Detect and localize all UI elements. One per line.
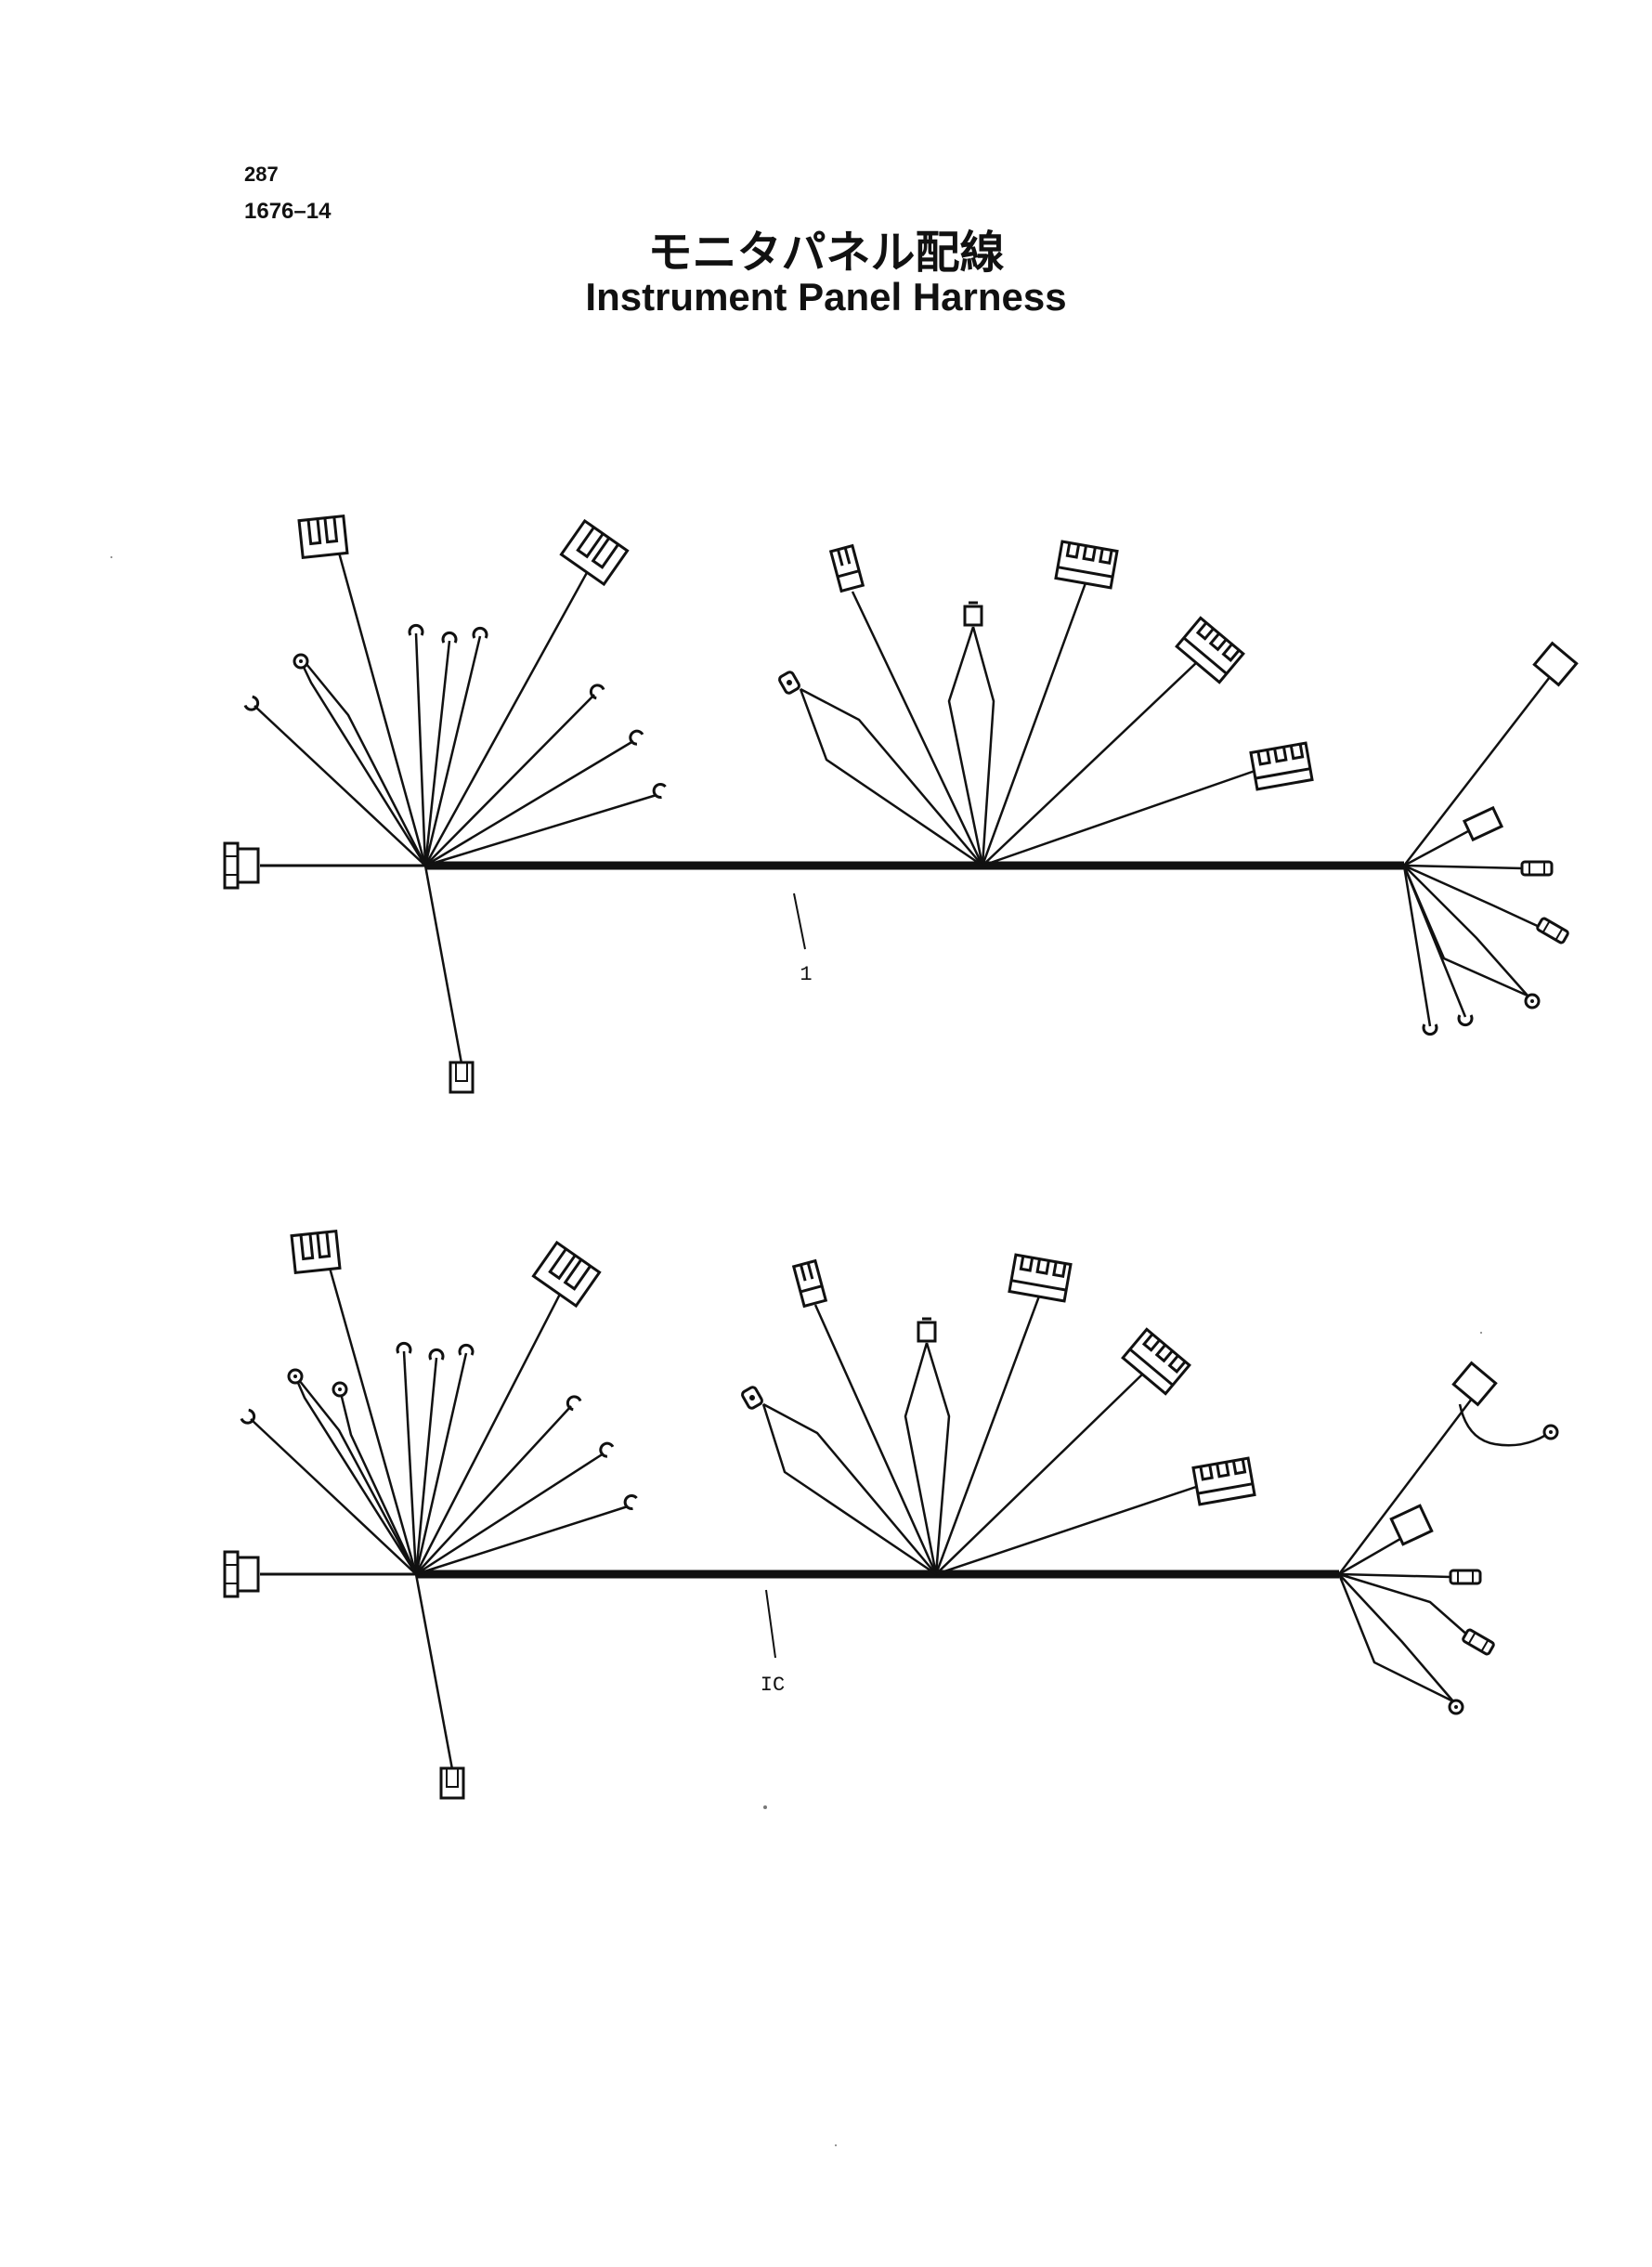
harness-1-wires <box>254 550 1554 1064</box>
page-number: 287 <box>244 163 279 186</box>
round-connector-icon <box>223 841 260 890</box>
connector-icon <box>963 601 983 627</box>
connector-icon <box>1463 806 1503 841</box>
connector-icon <box>829 544 865 593</box>
fuse-icon <box>1461 1627 1496 1657</box>
ring-terminal-icon <box>1542 1424 1559 1440</box>
harness-1: 1 <box>223 515 1579 1094</box>
connector-icon <box>297 515 349 559</box>
fuse-icon <box>1520 860 1554 877</box>
connector-icon <box>290 1230 342 1274</box>
title-english: Instrument Panel Harness <box>585 275 1067 319</box>
multi-pin-connector-icon <box>1008 1253 1073 1303</box>
harness-1-connectors <box>223 515 1579 1094</box>
harness-1-callout: 1 <box>793 892 813 986</box>
fork-terminal-icon <box>587 681 606 701</box>
harness-ic-connectors <box>223 1230 1559 1800</box>
multi-pin-connector-icon <box>1191 1456 1256 1506</box>
connector-icon <box>531 1241 602 1308</box>
ring-terminal-icon <box>293 653 309 670</box>
connector-icon <box>1451 1362 1498 1406</box>
fuse-icon <box>1535 916 1570 945</box>
connector-icon <box>792 1259 827 1308</box>
connector-icon <box>559 519 630 586</box>
connector-icon <box>917 1317 937 1343</box>
ring-terminal-icon <box>1448 1699 1464 1715</box>
harness-ic: IC <box>223 1230 1559 1800</box>
connector-icon <box>439 1766 465 1800</box>
connector-icon <box>1389 1504 1434 1546</box>
multi-pin-connector-icon <box>1054 540 1119 590</box>
fork-terminal-icon <box>564 1392 583 1413</box>
part-callout: IC <box>761 1674 785 1697</box>
multi-pin-connector-icon <box>1249 741 1314 791</box>
connector-icon <box>449 1061 475 1094</box>
scan-specks <box>111 556 1482 2146</box>
bullet-connector-icon <box>776 669 802 697</box>
ring-terminal-icon <box>287 1368 304 1385</box>
round-connector-icon <box>223 1550 260 1598</box>
title-japanese: モニタパネル配線 <box>647 227 1005 279</box>
harness-ic-callout: IC <box>761 1589 785 1697</box>
connector-icon <box>1532 642 1579 686</box>
ring-terminal-icon <box>1524 993 1541 1010</box>
harness-ic-wires <box>250 1267 1547 1770</box>
ring-terminal-icon <box>332 1381 348 1398</box>
fuse-icon <box>1449 1569 1482 1585</box>
figure-number: 1676–14 <box>244 199 332 224</box>
bullet-connector-icon <box>739 1384 765 1412</box>
part-callout: 1 <box>800 963 812 986</box>
